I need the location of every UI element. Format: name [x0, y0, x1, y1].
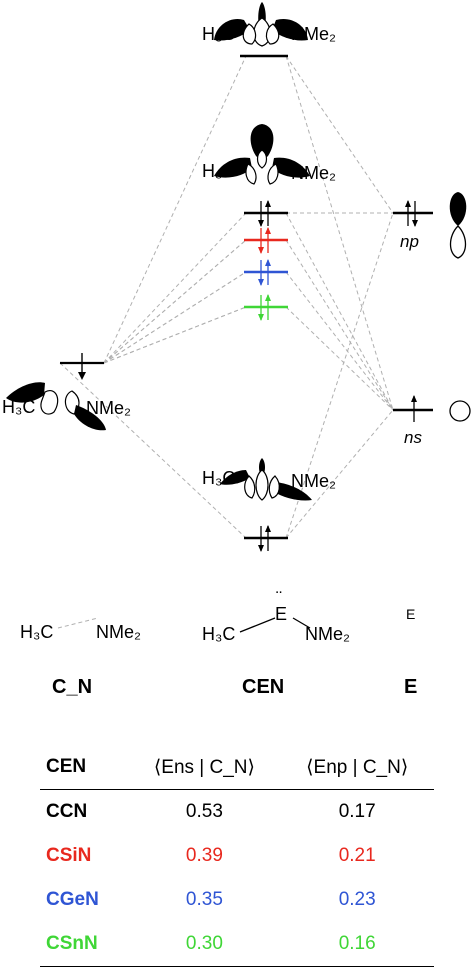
table-header-row: CEN ⟨Ens | C_N⟩ ⟨Enp | C_N⟩ — [40, 745, 434, 790]
row-name: CCN — [46, 801, 88, 822]
legend-cen-h3c: H₃C — [202, 624, 236, 644]
header-ens: ⟨Ens | C_N⟩ — [153, 756, 255, 778]
row-name: CSnN — [46, 933, 98, 954]
legend-label-e: E — [404, 676, 418, 698]
mo-level-cgen — [244, 259, 288, 286]
e-ns-level — [393, 395, 433, 422]
mo-bottom-level — [244, 525, 288, 552]
header-cen: CEN — [46, 756, 87, 777]
mo-middle-h3c-label: H₃C — [202, 161, 236, 181]
row-name: CGeN — [46, 889, 99, 910]
cn-fragment-level — [60, 353, 104, 380]
fragment-h3c-label: H₃C — [2, 397, 36, 417]
fragment-nme2-label: NMe₂ — [86, 398, 131, 418]
mo-top-orbital — [214, 2, 308, 47]
legend-cn-nme2: NMe₂ — [96, 622, 141, 642]
e-np-level — [393, 200, 433, 227]
mo-middle-nme2-label: NMe₂ — [291, 163, 336, 183]
cn-fragment-orbitals — [6, 382, 106, 431]
correlation-lines — [59, 55, 394, 539]
mo-bottom-orbital — [220, 458, 312, 501]
s-orbital-icon — [449, 400, 471, 422]
ns-label: ns — [404, 428, 422, 447]
mo-level-csin — [244, 227, 288, 254]
row-np: 0.16 — [338, 933, 376, 954]
mo-bottom-h3c-label: H₃C — [202, 468, 236, 488]
legend-label-cen: CEN — [242, 676, 285, 698]
legend-cen-lone-pair: ¨ — [276, 588, 282, 608]
legend-e-small: E — [406, 606, 416, 622]
table-row: CGeN 0.35 0.23 — [40, 878, 434, 922]
overlap-table: CEN ⟨Ens | C_N⟩ ⟨Enp | C_N⟩ CCN 0.53 0.1… — [40, 745, 434, 967]
legend-cen-e: E — [275, 604, 288, 624]
row-ns: 0.53 — [185, 801, 223, 822]
mo-diagram — [6, 2, 471, 552]
np-label: np — [400, 232, 419, 251]
row-ns: 0.30 — [185, 933, 223, 954]
row-ns: 0.39 — [185, 845, 223, 866]
row-name: CSiN — [46, 845, 92, 866]
legend-cen-nme2: NMe₂ — [305, 624, 350, 644]
legend-structures — [57, 617, 311, 633]
p-orbital-icon — [449, 192, 467, 259]
row-np: 0.17 — [338, 801, 376, 822]
table-row: CCN 0.53 0.17 — [40, 790, 434, 835]
row-np: 0.23 — [338, 889, 376, 910]
table-row: CSnN 0.30 0.16 — [40, 922, 434, 967]
mo-bottom-nme2-label: NMe₂ — [291, 471, 336, 491]
mo-top-h3c-label: H₃C — [202, 24, 236, 44]
legend-label-cn: C_N — [52, 676, 93, 698]
row-ns: 0.35 — [185, 889, 223, 910]
mo-level-ccn — [244, 200, 288, 227]
mo-level-csnn — [244, 294, 288, 321]
legend-cn-h3c: H₃C — [20, 622, 54, 642]
table-row: CSiN 0.39 0.21 — [40, 834, 434, 878]
header-enp: ⟨Enp | C_N⟩ — [306, 756, 409, 778]
row-np: 0.21 — [338, 845, 376, 866]
mo-middle-orbital — [214, 124, 310, 185]
mo-top-nme2-label: NMe₂ — [291, 24, 336, 44]
